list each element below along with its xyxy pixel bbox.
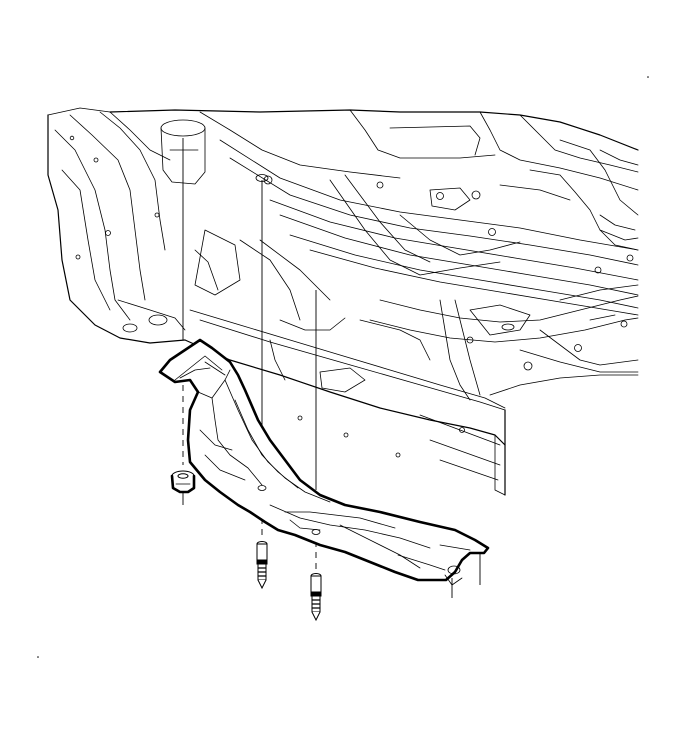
underbody-reinforcement-bracket-icon: [158, 338, 490, 586]
bolt-fastener-icon: [256, 541, 268, 590]
vehicle-floor-pan-body-structure-icon: [47, 107, 639, 496]
bolt-fastener-icon: [310, 573, 322, 622]
leader-lines: [182, 138, 481, 598]
speck: [647, 76, 649, 78]
push-nut-retainer-icon: [170, 470, 196, 494]
speck: [37, 656, 39, 658]
